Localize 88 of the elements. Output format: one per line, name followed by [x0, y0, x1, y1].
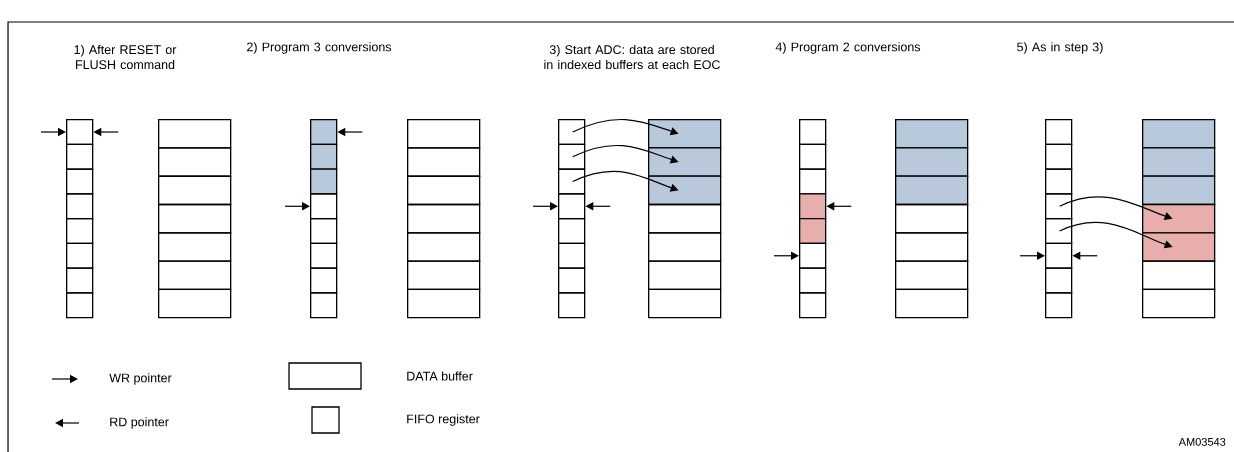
buffer-row: [648, 119, 722, 149]
fifo-cell: [310, 168, 338, 195]
fifo-cell: [799, 242, 827, 269]
buffer-row: [648, 175, 722, 206]
buffer-row: [158, 288, 232, 319]
fifo-cell: [799, 193, 827, 220]
fifo-cell: [66, 218, 94, 245]
pointer-arrow: [532, 202, 558, 211]
buffer-row: [1142, 260, 1216, 290]
fifo-cell: [66, 267, 94, 294]
fifo-cell: [310, 267, 338, 294]
buffer-row: [407, 232, 481, 262]
fifo-cell: [66, 292, 94, 319]
fifo-cell: [799, 292, 827, 319]
fifo-cell: [1045, 267, 1073, 294]
pointer-arrow: [284, 202, 310, 211]
fifo-cell: [1045, 218, 1073, 245]
buffer-row: [407, 203, 481, 234]
fifo-cell: [1045, 143, 1073, 170]
figure-code: AM03543: [1178, 438, 1226, 446]
step-label: 1) After RESET or FLUSH command: [74, 44, 177, 70]
step-label: 2) Program 3 conversions: [247, 42, 392, 54]
buffer-row: [648, 203, 722, 234]
fifo-cell: [1045, 168, 1073, 195]
buffer-row: [895, 175, 969, 206]
fifo-cell: [66, 242, 94, 269]
buffer-row: [1142, 203, 1216, 234]
buffer-row: [407, 175, 481, 206]
step-label: 5) As in step 3): [1017, 42, 1103, 54]
fifo-cell: [799, 119, 827, 146]
fifo-cell: [66, 168, 94, 195]
fifo-cell: [1045, 193, 1073, 220]
buffer-row: [895, 232, 969, 262]
fifo-cell: [1045, 119, 1073, 146]
fifo-cell: [558, 143, 586, 170]
fifo-cell: [1045, 292, 1073, 319]
fifo-cell: [310, 119, 338, 146]
buffer-row: [1142, 175, 1216, 206]
buffer-row: [407, 119, 481, 149]
buffer-row: [158, 232, 232, 262]
legend-label: WR pointer: [109, 373, 172, 385]
fifo-cell: [799, 267, 827, 294]
buffer-row: [407, 260, 481, 290]
fifo-cell: [799, 143, 827, 170]
buffer-row: [648, 260, 722, 290]
fifo-cell: [310, 242, 338, 269]
buffer-row: [648, 288, 722, 319]
buffer-row: [158, 147, 232, 177]
buffer-row: [895, 203, 969, 234]
buffer-row: [648, 232, 722, 262]
buffer-row: [895, 119, 969, 149]
buffer-row: [158, 203, 232, 234]
fifo-cell: [310, 143, 338, 170]
buffer-row: [158, 175, 232, 206]
legend-label: RD pointer: [110, 417, 169, 429]
pointer-arrow: [1019, 251, 1045, 260]
fifo-cell: [66, 143, 94, 170]
buffer-row: [1142, 147, 1216, 177]
fifo-cell: [558, 292, 586, 319]
pointer-arrow: [773, 251, 799, 260]
buffer-row: [158, 119, 232, 149]
fifo-cell: [558, 267, 586, 294]
fifo-cell: [558, 119, 586, 146]
step-label: 3) Start ADC: data are stored in indexed buffers at each EOC: [544, 44, 720, 70]
fifo-cell: [310, 218, 338, 245]
fifo-cell: [310, 292, 338, 319]
buffer-row: [895, 288, 969, 319]
buffer-row: [895, 147, 969, 177]
buffer-row: [407, 288, 481, 319]
buffer-row: [407, 147, 481, 177]
fifo-cell: [1045, 242, 1073, 269]
fifo-cell: [310, 193, 338, 220]
fifo-cell: [66, 193, 94, 220]
step-label: 4) Program 2 conversions: [775, 42, 921, 54]
buffer-row: [648, 147, 722, 177]
fifo-cell: [558, 168, 586, 195]
buffer-row: [1142, 232, 1216, 262]
buffer-row: [158, 260, 232, 290]
legend-label: DATA buffer: [407, 371, 473, 381]
legend-label: FIFO register: [407, 414, 480, 426]
fifo-cell: [558, 218, 586, 245]
fifo-cell: [66, 119, 94, 146]
buffer-row: [895, 260, 969, 290]
fifo-cell: [558, 193, 586, 220]
buffer-row: [1142, 288, 1216, 319]
fifo-cell: [799, 218, 827, 245]
buffer-row: [1142, 119, 1216, 149]
fifo-cell: [558, 242, 586, 269]
